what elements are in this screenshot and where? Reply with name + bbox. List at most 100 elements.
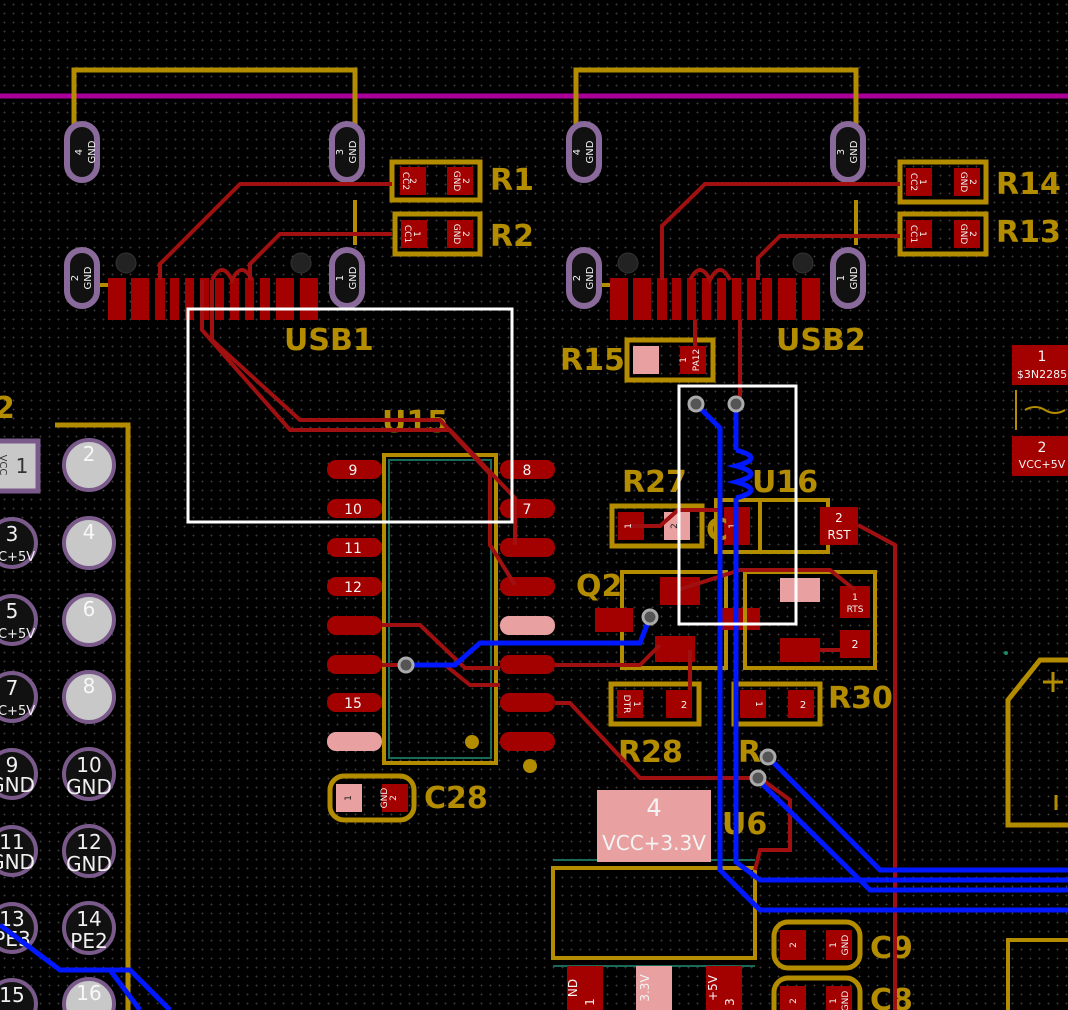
- pin-header[interactable]: 2: [0, 391, 131, 1010]
- r13-refdes: R13: [996, 215, 1061, 250]
- header-pin-right[interactable]: 4: [62, 516, 116, 570]
- rts-pad-num-2: 2: [852, 638, 859, 651]
- header-pin-net: VCC: [0, 455, 8, 476]
- header-pin-left[interactable]: 15: [0, 978, 38, 1010]
- rst-pad-num: 2: [835, 511, 843, 525]
- usb2-smd-pads[interactable]: [610, 278, 820, 320]
- header-pin-num: 5: [6, 599, 19, 623]
- right-part-pin1-net: $3N2285: [1017, 368, 1067, 381]
- usb1-pad-4[interactable]: 4 GND: [64, 121, 100, 183]
- header-pin-num: 16: [76, 981, 101, 1005]
- right-part-pin2-net: VCC+5V: [1019, 458, 1066, 471]
- header-pin-right[interactable]: 2: [62, 438, 116, 492]
- rts-resistor-footprint[interactable]: 1 RTS 2: [743, 570, 877, 670]
- usb2-pad-3-num: 3: [836, 149, 847, 155]
- r15-refdes: R15: [560, 343, 625, 378]
- u15-refdes: U15: [382, 405, 448, 440]
- usb1-smd-pads[interactable]: [108, 278, 318, 320]
- r30-footprint[interactable]: 1 2 R30: [731, 681, 893, 727]
- usb1-pad-2[interactable]: 2 GND: [64, 247, 100, 309]
- header-pin-left[interactable]: 7CC+5V: [0, 671, 38, 723]
- r15-footprint[interactable]: 1 PA12 R15: [560, 337, 716, 383]
- header-pin-num: 7: [6, 676, 19, 700]
- c8-footprint[interactable]: 2 1 GND C8: [771, 975, 913, 1010]
- c9-footprint[interactable]: 2 1 GND C9: [771, 919, 913, 971]
- right-part-pin1-num: 1: [1038, 349, 1047, 365]
- header-pin-left[interactable]: 11GND: [0, 825, 38, 877]
- usb1-pad-3[interactable]: 3 GND: [329, 121, 365, 183]
- header-pin-num: 2: [83, 442, 96, 466]
- u16-selection-box[interactable]: [677, 384, 798, 626]
- r28-footprint[interactable]: 1 DTR 2 R28: [608, 681, 702, 770]
- header-pin-left[interactable]: 9GND: [0, 748, 38, 800]
- header-pin-num: 4: [83, 520, 96, 544]
- header-pin-left[interactable]: 3CC+5V: [0, 517, 38, 569]
- header-pin-right[interactable]: 16: [62, 977, 116, 1010]
- r27-footprint[interactable]: 1 2 R27: [609, 465, 705, 549]
- r13-footprint[interactable]: 1 CC1 2 GND R13: [897, 211, 1061, 257]
- header-pin-net: GND: [66, 775, 112, 799]
- u15-footprint[interactable]: 9 10 11 12 15 8 7 U15: [327, 405, 555, 773]
- r27-pad-num-a: 1: [624, 523, 634, 529]
- usb1-selection-box[interactable]: [186, 307, 514, 524]
- c28-pad-num-b: 2: [389, 795, 399, 801]
- header-pin-num: 8: [83, 674, 96, 698]
- right-part-footprint[interactable]: 1 $3N2285 2 VCC+5V: [1012, 345, 1068, 476]
- u6-refdes: U6: [722, 807, 767, 842]
- front-copper-traces: [158, 182, 900, 1010]
- q2-refdes: Q2: [576, 569, 622, 604]
- header-pin-num: 3: [6, 522, 19, 546]
- header-refdes: 2: [0, 391, 15, 426]
- usb2-pad-2[interactable]: 2 GND: [566, 247, 602, 309]
- usb2-pad-3-net: GND: [849, 140, 860, 163]
- usb2-footprint[interactable]: 4 GND 3 GND 2 GND 1 GND: [566, 67, 866, 358]
- u15-pin-label: 8: [523, 463, 532, 479]
- u6-pin4-num: 4: [646, 794, 661, 822]
- usb1-pad-1[interactable]: 1 GND: [329, 247, 365, 309]
- usb1-footprint[interactable]: 4 GND 3 GND 2 GND 1 GND: [64, 67, 374, 358]
- usb1-pad-1-net: GND: [348, 266, 359, 289]
- header-pin-right[interactable]: 6: [62, 593, 116, 647]
- c28-pad-net-b: GND: [380, 788, 390, 809]
- r14-footprint[interactable]: 1 CC2 2 GND R14: [897, 159, 1061, 205]
- rst-pad[interactable]: 2 RST: [820, 507, 858, 545]
- r14-refdes: R14: [996, 167, 1061, 202]
- u6-bottom-pad-num: 3: [723, 998, 737, 1006]
- usb2-pad-4[interactable]: 4 GND: [566, 121, 602, 183]
- header-pin-left[interactable]: 13PE3: [0, 902, 38, 954]
- usb1-pad-4-net: GND: [87, 140, 98, 163]
- c-partial-footprint[interactable]: 1 C: [706, 498, 830, 554]
- r1-refdes: R1: [490, 163, 534, 198]
- header-pin-net: CC+5V: [0, 704, 35, 719]
- r13-pad-net-a: CC1: [908, 225, 918, 243]
- c8-pad-num-a: 2: [789, 998, 799, 1004]
- q2-footprint[interactable]: Q2: [576, 569, 760, 670]
- usb1-npth-right: [290, 252, 312, 274]
- header-pin-num: 11: [0, 830, 25, 854]
- header-pin-num: 6: [83, 597, 96, 621]
- c28-footprint[interactable]: 1 2 GND C28: [327, 773, 488, 823]
- c9-pad-num-a: 2: [789, 942, 799, 948]
- header-pin-net: GND: [66, 852, 112, 876]
- usb2-pad-1[interactable]: 1 GND: [830, 247, 866, 309]
- r28-pad-num-b: 2: [681, 700, 687, 711]
- header-pin-left[interactable]: 5CC+5V: [0, 594, 38, 646]
- usb1-pad-2-net: GND: [83, 266, 94, 289]
- usb2-pad-3[interactable]: 3 GND: [830, 121, 866, 183]
- header-pin-right[interactable]: 8: [62, 670, 116, 724]
- r1-footprint[interactable]: 2 CC2 2 GND R1: [389, 159, 534, 203]
- header-pins[interactable]: 1VCC3CC+5V5CC+5V7CC+5V9GND11GND13PE31524…: [0, 438, 116, 1010]
- u6-footprint[interactable]: 4 VCC+3.3V ND 1 3.3V +5V 3 U6: [551, 790, 767, 1010]
- r2-footprint[interactable]: 1 CC1 2 GND R2: [392, 211, 534, 257]
- usb2-outline-top: [573, 67, 859, 160]
- r27-pad-num-b: 2: [670, 523, 680, 529]
- header-pin-net: GND: [0, 850, 35, 874]
- header-pin-num: 12: [76, 830, 101, 854]
- usb1-pad-1-num: 1: [335, 275, 346, 281]
